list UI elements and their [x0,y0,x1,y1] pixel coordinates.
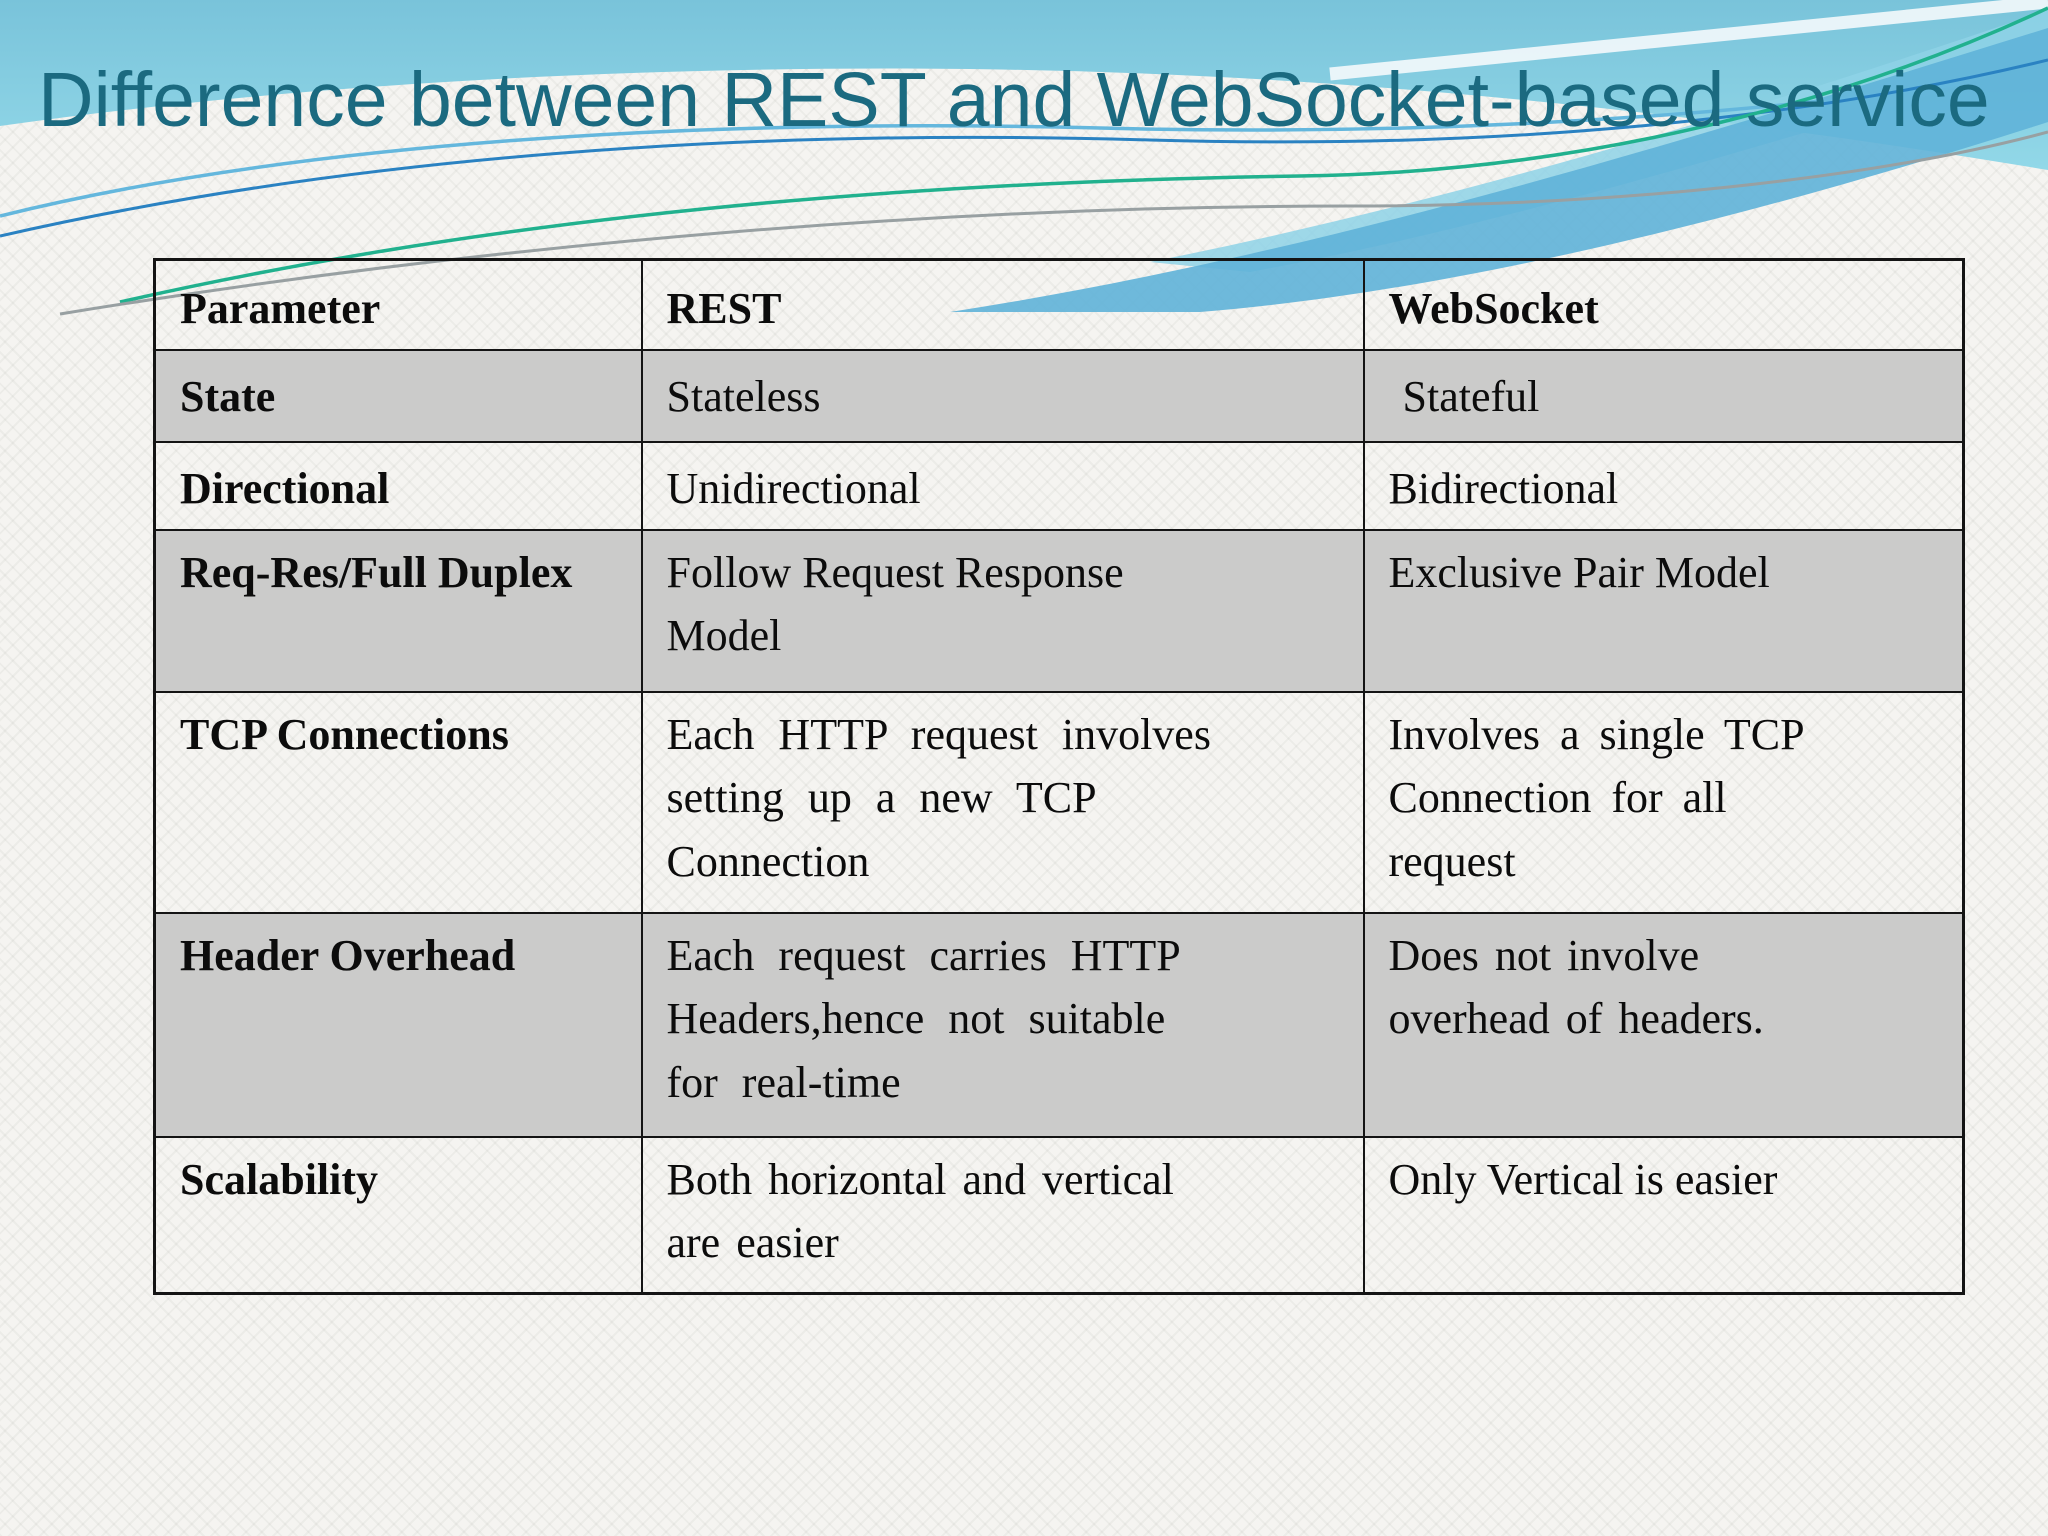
row-label-state: State [153,348,643,443]
column-header-rest: REST [640,258,1365,351]
cell-req-res-rest: Follow Request Response Model [640,528,1365,693]
comparison-table: Parameter REST WebSocket State Stateless… [153,258,1965,1296]
cell-req-res-websocket: Exclusive Pair Model [1362,528,1965,693]
slide-title: Difference between REST and WebSocket-ba… [38,57,1990,143]
table-row-directional: Directional Unidirectional Bidirectional [153,440,1965,531]
row-label-req-res-full-duplex: Req-Res/Full Duplex [153,528,643,693]
cell-directional-rest: Unidirectional [640,440,1365,531]
cell-scalability-websocket: Only Vertical is easier [1362,1135,1965,1295]
table-row-tcp-connections: TCP Connections Each HTTP request involv… [153,690,1965,914]
cell-header-overhead-websocket: Does not involve overhead of headers. [1362,911,1965,1138]
row-label-header-overhead: Header Overhead [153,911,643,1138]
cell-tcp-websocket: Involves a single TCP Connection for all… [1362,690,1965,914]
cell-directional-websocket: Bidirectional [1362,440,1965,531]
wave-decoration-graphic [0,0,2048,316]
table-header-row: Parameter REST WebSocket [153,258,1965,351]
column-header-parameter: Parameter [153,258,643,351]
row-label-tcp-connections: TCP Connections [153,690,643,914]
cell-scalability-rest: Both horizontal and vertical are easier [640,1135,1365,1295]
cell-state-websocket: Stateful [1362,348,1965,443]
table-row-state: State Stateless Stateful [153,348,1965,443]
cell-tcp-rest: Each HTTP request involves setting up a … [640,690,1365,914]
header-banner-decoration [0,0,2048,330]
table-row-header-overhead: Header Overhead Each request carries HTT… [153,911,1965,1138]
table-row-req-res-full-duplex: Req-Res/Full Duplex Follow Request Respo… [153,528,1965,693]
cell-state-rest: Stateless [640,348,1365,443]
row-label-scalability: Scalability [153,1135,643,1295]
row-label-directional: Directional [153,440,643,531]
table-row-scalability: Scalability Both horizontal and vertical… [153,1135,1965,1295]
column-header-websocket: WebSocket [1362,258,1965,351]
cell-header-overhead-rest: Each request carries HTTP Headers,hence … [640,911,1365,1138]
